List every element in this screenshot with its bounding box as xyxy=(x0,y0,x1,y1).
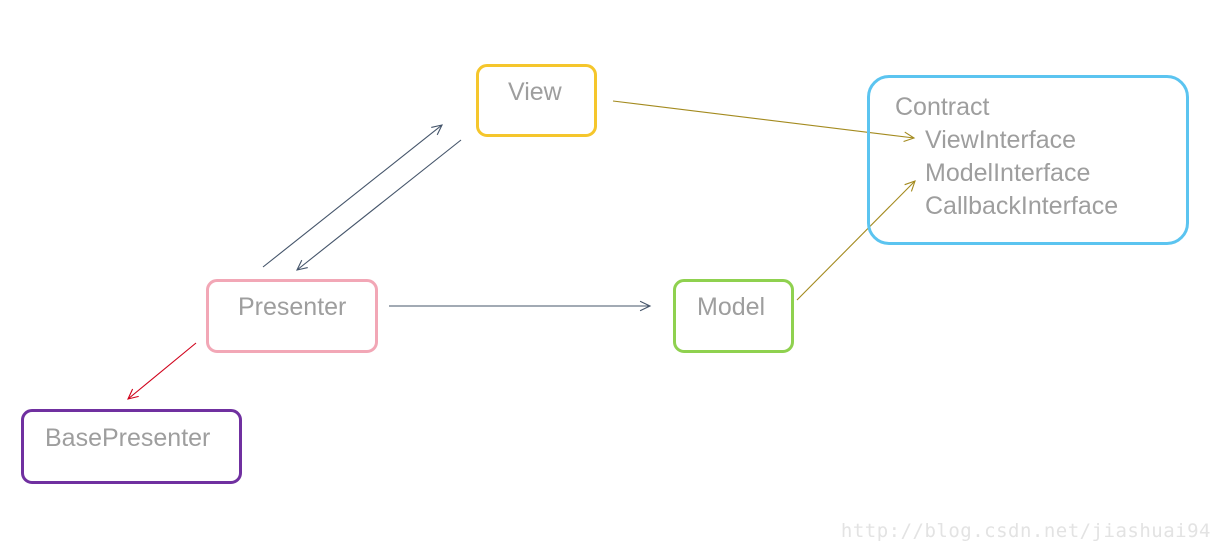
edge-line xyxy=(127,342,197,400)
contract-node: Contract ViewInterface ModelInterface Ca… xyxy=(867,75,1189,245)
contract-label: Contract xyxy=(895,93,990,121)
presenter-label: Presenter xyxy=(238,293,347,321)
arrowhead-icon xyxy=(431,124,443,136)
view-node: View xyxy=(476,64,597,137)
arrowhead-icon xyxy=(296,259,308,271)
model-label: Model xyxy=(697,293,766,321)
edge-line xyxy=(612,100,915,139)
base-presenter-node: BasePresenter xyxy=(21,409,242,484)
contract-items: ViewInterface ModelInterface CallbackInt… xyxy=(925,124,1118,223)
arrowhead-icon xyxy=(904,180,916,192)
presenter-node: Presenter xyxy=(206,279,378,353)
contract-item-callback-interface: CallbackInterface xyxy=(925,192,1119,220)
edge-line xyxy=(296,139,462,271)
edge-presenter-to-model xyxy=(389,300,652,312)
base-presenter-label: BasePresenter xyxy=(45,424,211,452)
edge-presenter-to-base-presenter xyxy=(127,342,197,400)
edge-presenter-to-view xyxy=(262,124,443,268)
arrowhead-icon xyxy=(903,131,916,143)
view-label: View xyxy=(508,78,562,106)
contract-item-view-interface: ViewInterface xyxy=(925,126,1077,154)
edge-line xyxy=(262,124,443,268)
edge-model-to-contract xyxy=(796,180,916,301)
edge-line xyxy=(796,180,916,301)
arrowhead-icon xyxy=(639,300,652,312)
model-node: Model xyxy=(673,279,794,353)
watermark: http://blog.csdn.net/jiashuai94 xyxy=(840,520,1211,542)
edge-view-to-contract xyxy=(612,100,916,143)
arrowhead-icon xyxy=(127,388,139,400)
edge-view-to-presenter xyxy=(296,139,462,271)
contract-item-model-interface: ModelInterface xyxy=(925,159,1091,187)
